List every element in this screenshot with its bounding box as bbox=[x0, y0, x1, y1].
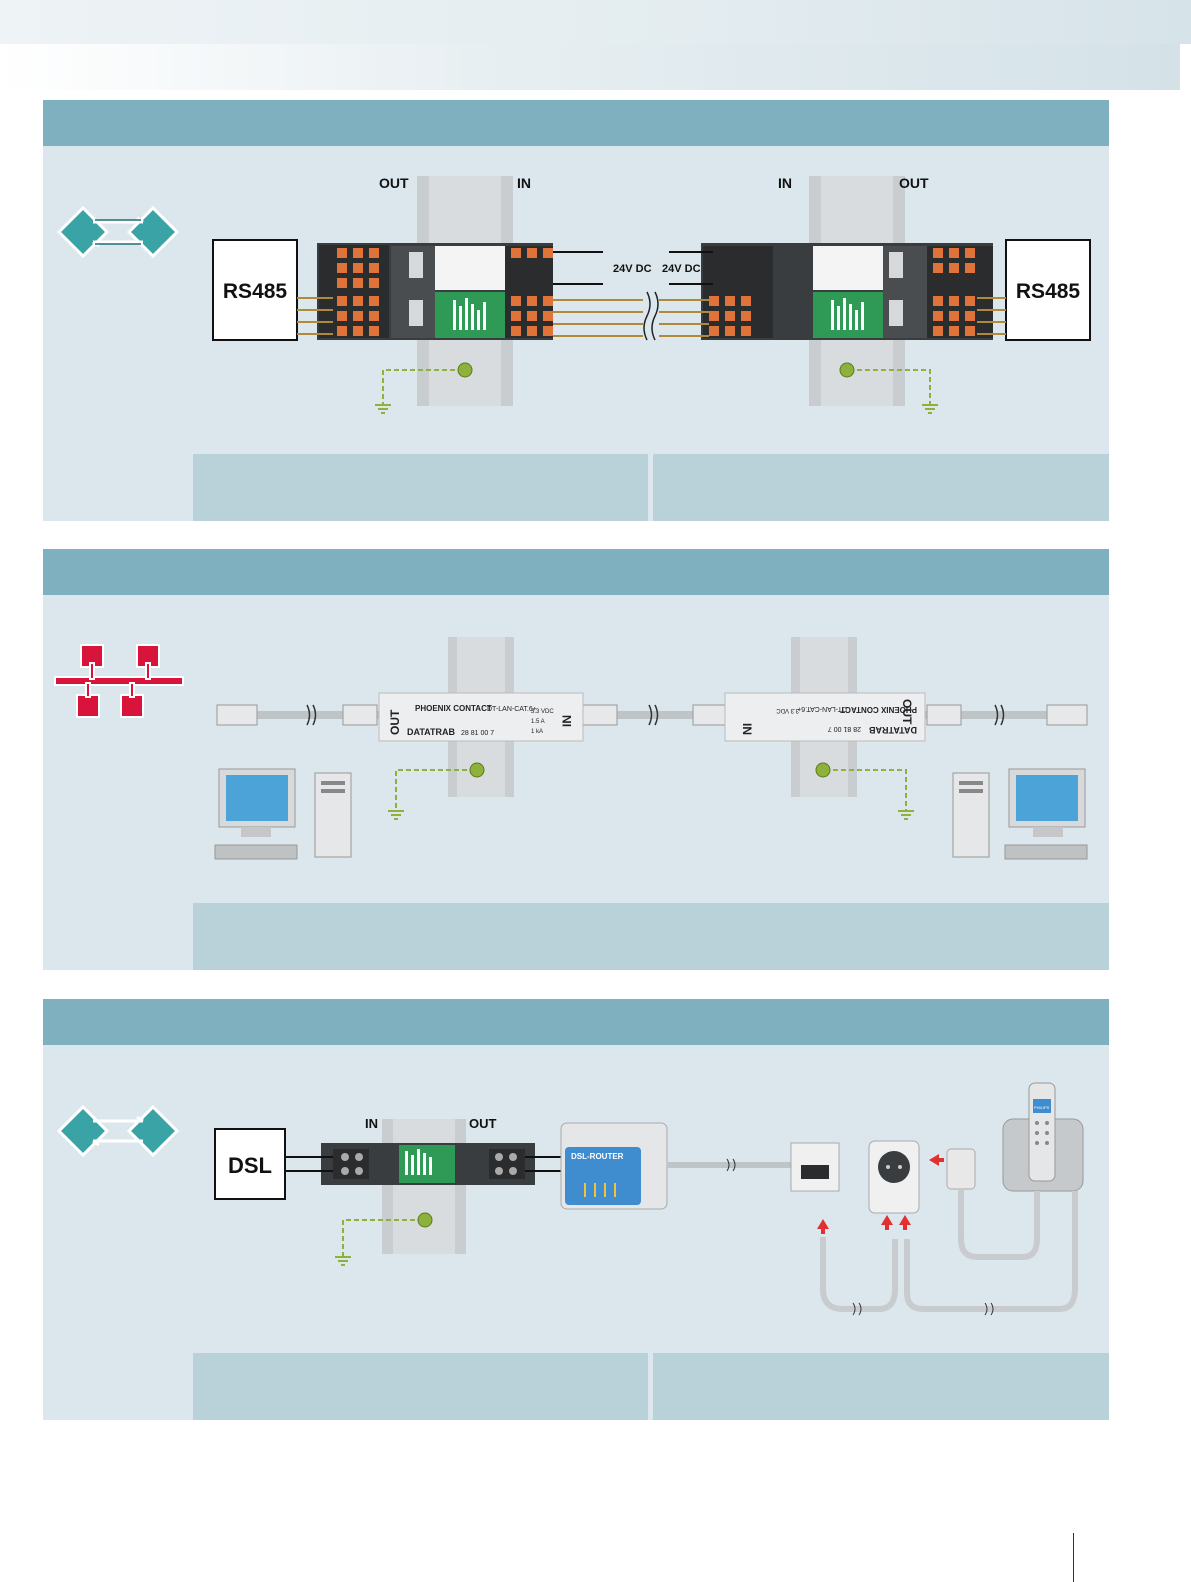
section-footer-left bbox=[193, 1353, 648, 1420]
signal-transmission-icon bbox=[56, 1104, 180, 1158]
page-number-rule bbox=[1073, 1533, 1074, 1582]
phone-brand: PHILIPS bbox=[1034, 1105, 1050, 1110]
section-rs485: OUT IN IN OUT RS485 RS485 bbox=[43, 100, 1109, 521]
module-right-model: DT-LAN-CAT.6+ bbox=[797, 705, 847, 712]
section-footer bbox=[193, 903, 1109, 970]
power-label-left: 24V DC bbox=[613, 263, 652, 275]
power-label-right: 24V DC bbox=[662, 263, 701, 275]
datatrab-module-left: OUT PHOENIX CONTACT DATATRAB DT-LAN-CAT.… bbox=[378, 692, 584, 742]
cordless-phone: PHILIPS bbox=[1002, 1082, 1084, 1192]
ground-connection bbox=[335, 1212, 433, 1266]
surge-protection-module bbox=[321, 1143, 535, 1185]
module-left-model: DT-LAN-CAT.6+ bbox=[487, 706, 537, 713]
section-header bbox=[43, 100, 1109, 146]
wall-jack bbox=[790, 1142, 840, 1192]
power-plug bbox=[946, 1148, 1023, 1260]
dsl-device bbox=[214, 1128, 286, 1200]
dsl-diagram: IN OUT DSL bbox=[56, 1082, 1084, 1316]
module-right-product: DATATRAB bbox=[869, 725, 917, 735]
label-in-left: IN bbox=[517, 175, 531, 191]
rs485-label-right: RS485 bbox=[1016, 280, 1081, 303]
module-left-order: 28 81 00 7 bbox=[461, 730, 494, 737]
module-left-product: DATATRAB bbox=[407, 727, 455, 737]
dsl-router: DSL-ROUTER bbox=[560, 1122, 668, 1210]
rs485-device-right bbox=[1005, 239, 1091, 341]
router-label: DSL-ROUTER bbox=[571, 1152, 624, 1161]
plugtrab-module-left bbox=[317, 243, 553, 340]
plugtrab-module-right bbox=[701, 243, 993, 340]
power-supply-wires bbox=[553, 251, 713, 285]
label-in-right: IN bbox=[778, 175, 792, 191]
section-footer-left bbox=[193, 454, 648, 521]
module-right-in-label: IN bbox=[740, 723, 754, 735]
module-left-rating-u: 3.3 VDC bbox=[531, 709, 554, 715]
ground-connection-left bbox=[375, 362, 473, 414]
module-right-out-label: OUT bbox=[900, 699, 914, 725]
ground-connection-left bbox=[388, 762, 485, 820]
computer-icon-left bbox=[214, 768, 352, 860]
ground-connection-right bbox=[839, 362, 938, 414]
datatrab-module-right: PHOENIX CONTACT DATATRAB DT-LAN-CAT.6+ 2… bbox=[724, 692, 926, 742]
label-in: IN bbox=[365, 1116, 378, 1131]
phone-cables bbox=[820, 1191, 1078, 1312]
signal-transmission-icon bbox=[56, 205, 180, 259]
module-left-brand: PHOENIX CONTACT bbox=[415, 704, 492, 713]
section-header bbox=[43, 999, 1109, 1045]
computer-icon-right bbox=[952, 768, 1088, 860]
label-out-right: OUT bbox=[899, 175, 929, 191]
dsl-label: DSL bbox=[228, 1153, 272, 1178]
page-top-band bbox=[0, 0, 1191, 44]
ethernet-diagram: OUT PHOENIX CONTACT DATATRAB DT-LAN-CAT.… bbox=[54, 637, 1088, 860]
section-dsl: IN OUT DSL bbox=[43, 999, 1109, 1420]
connection-arrows bbox=[817, 1154, 944, 1234]
ground-connection-right bbox=[815, 762, 914, 820]
module-left-out-label: OUT bbox=[388, 709, 402, 735]
powerline-adapter bbox=[868, 1140, 920, 1214]
section-footer-right bbox=[653, 1353, 1109, 1420]
section-footer-right bbox=[653, 454, 1109, 521]
module-left-rating-i: 1.5 A bbox=[531, 719, 545, 725]
rs485-diagram: OUT IN IN OUT RS485 RS485 bbox=[56, 175, 1091, 414]
signal-wires bbox=[297, 291, 1006, 341]
section-ethernet: OUT PHOENIX CONTACT DATATRAB DT-LAN-CAT.… bbox=[43, 549, 1109, 970]
label-out-left: OUT bbox=[379, 175, 409, 191]
network-icon bbox=[54, 644, 184, 718]
page-top-band-gradient bbox=[0, 44, 1180, 90]
module-right-rating: 3.3 VDC bbox=[776, 707, 799, 713]
ethernet-cables bbox=[216, 704, 1088, 726]
module-left-rating-imp: 1 kA bbox=[531, 729, 543, 735]
rs485-device-left bbox=[212, 239, 298, 341]
label-out: OUT bbox=[469, 1116, 497, 1131]
module-right-order: 28 81 00 7 bbox=[828, 725, 861, 732]
module-right-brand: PHOENIX CONTACT bbox=[840, 705, 917, 714]
section-header bbox=[43, 549, 1109, 595]
rs485-label-left: RS485 bbox=[223, 280, 288, 303]
module-left-in-label: IN bbox=[560, 715, 574, 727]
